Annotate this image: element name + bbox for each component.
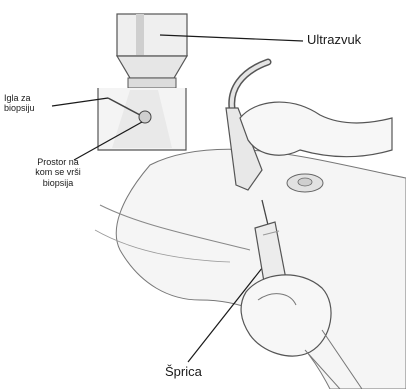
transducer-cable-inner (232, 62, 268, 108)
nipple-center (298, 178, 312, 186)
upper-hand (240, 102, 392, 157)
probe-head (128, 78, 176, 88)
label-biopsy-needle-line2: biopsiju (4, 103, 35, 113)
label-ultrasound: Ultrazvuk (307, 33, 361, 48)
target-lesion (139, 111, 151, 123)
label-biopsy-needle-line1: Igla za (4, 93, 35, 103)
probe-neck (117, 56, 187, 78)
label-biopsy-site-line3: biopsija (24, 178, 92, 188)
label-biopsy-needle: Igla za biopsiju (4, 93, 35, 114)
label-biopsy-site-line1: Prostor na (24, 157, 92, 167)
label-syringe: Šprica (165, 365, 202, 380)
lower-hand (241, 275, 331, 356)
probe-housing (117, 14, 187, 56)
label-biopsy-site-line2: kom se vrši (24, 167, 92, 177)
label-biopsy-site: Prostor na kom se vrši biopsija (24, 157, 92, 188)
